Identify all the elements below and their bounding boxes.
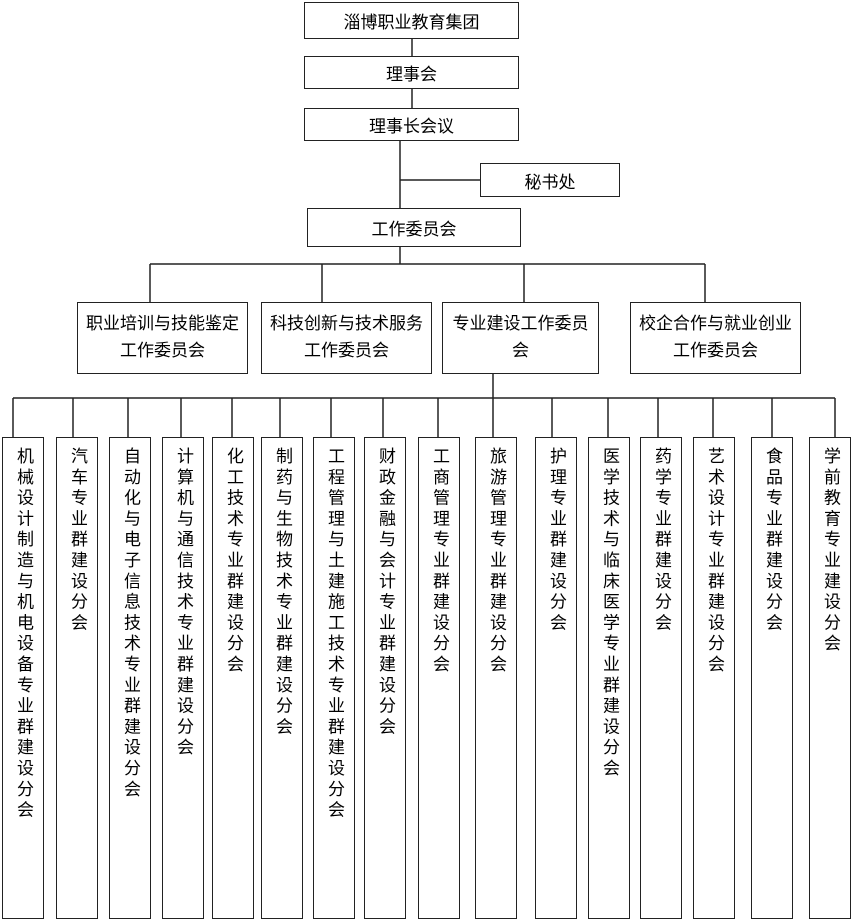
board-label: 理事会 [386,65,437,85]
subcommittee-label: 计算机与通信技术专业群建设分会 [173,447,193,759]
subcommittee-label: 制药与生物技术专业群建设分会 [272,447,292,739]
committee-innovation: 科技创新与技术服务工作委员会 [261,302,432,374]
chairman-meeting-label: 理事长会议 [369,117,454,137]
subcommittee-label: 财政金融与会计专业群建设分会 [375,447,395,739]
chairman-meeting-node: 理事长会议 [304,108,519,141]
committee-training: 职业培训与技能鉴定工作委员会 [77,302,248,374]
subcommittee-14: 食品专业群建设分会 [751,437,793,919]
subcommittee-1: 汽车专业群建设分会 [56,437,98,919]
committee-label: 科技创新与技术服务工作委员会 [270,314,423,361]
subcommittee-label: 艺术设计专业群建设分会 [704,447,724,676]
subcommittee-12: 药学专业群建设分会 [640,437,682,919]
subcommittee-9: 旅游管理专业群建设分会 [475,437,517,919]
work-committee-label: 工作委员会 [371,220,457,240]
root-node: 淄博职业教育集团 [304,2,519,39]
subcommittee-label: 化工技术专业群建设分会 [223,447,243,676]
subcommittee-11: 医学技术与临床医学专业群建设分会 [588,437,630,919]
committee-label: 校企合作与就业创业工作委员会 [639,314,792,361]
board-node: 理事会 [304,56,519,89]
subcommittee-label: 工程管理与土建施工技术专业群建设分会 [324,447,344,822]
subcommittee-label: 药学专业群建设分会 [651,447,671,635]
subcommittee-label: 护理专业群建设分会 [546,447,566,635]
secretariat-node: 秘书处 [480,163,620,197]
subcommittee-label: 旅游管理专业群建设分会 [486,447,506,676]
subcommittee-label: 食品专业群建设分会 [762,447,782,635]
subcommittee-label: 汽车专业群建设分会 [67,447,87,635]
subcommittee-label: 工商管理专业群建设分会 [429,447,449,676]
subcommittee-7: 财政金融与会计专业群建设分会 [364,437,406,919]
committee-enterprise: 校企合作与就业创业工作委员会 [630,302,801,374]
subcommittee-5: 制药与生物技术专业群建设分会 [261,437,303,919]
subcommittee-label: 学前教育专业建设分会 [820,447,840,655]
subcommittee-13: 艺术设计专业群建设分会 [693,437,735,919]
subcommittee-label: 机械设计制造与机电设备专业群建设分会 [13,447,33,822]
subcommittee-label: 自动化与电子信息技术专业群建设分会 [120,447,140,801]
subcommittee-0: 机械设计制造与机电设备专业群建设分会 [2,437,44,919]
secretariat-label: 秘书处 [524,172,576,193]
committee-label: 专业建设工作委员会 [452,314,589,361]
work-committee-node: 工作委员会 [307,208,521,247]
root-label: 淄博职业教育集团 [343,13,480,33]
subcommittee-10: 护理专业群建设分会 [535,437,577,919]
subcommittee-label: 医学技术与临床医学专业群建设分会 [599,447,619,780]
committee-specialty: 专业建设工作委员会 [442,302,599,374]
subcommittee-8: 工商管理专业群建设分会 [418,437,460,919]
subcommittee-6: 工程管理与土建施工技术专业群建设分会 [313,437,355,919]
subcommittee-2: 自动化与电子信息技术专业群建设分会 [109,437,151,919]
committee-label: 职业培训与技能鉴定工作委员会 [86,314,239,361]
subcommittee-4: 化工技术专业群建设分会 [212,437,254,919]
subcommittee-15: 学前教育专业建设分会 [809,437,851,919]
subcommittee-3: 计算机与通信技术专业群建设分会 [162,437,204,919]
